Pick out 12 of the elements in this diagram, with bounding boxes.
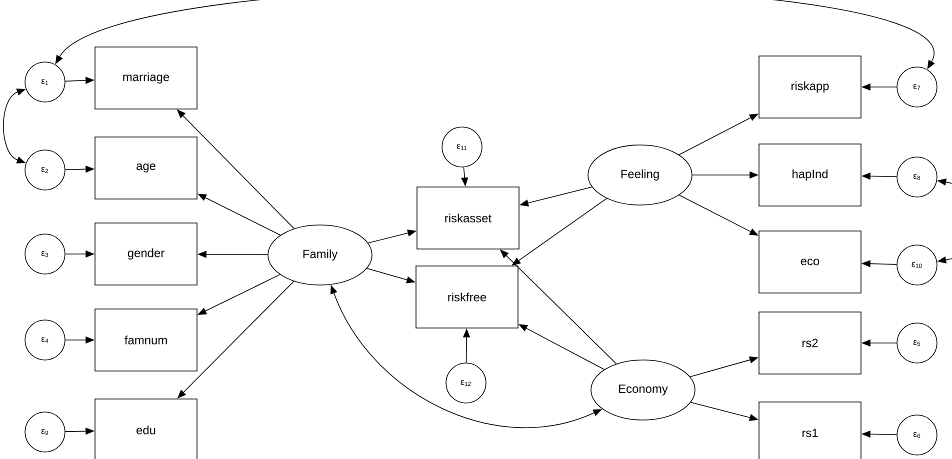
variable-box: riskapp	[758, 56, 862, 118]
variable-box: rs1	[758, 402, 862, 459]
variable-box: famnum	[94, 308, 198, 372]
variable-box: gender	[94, 222, 198, 286]
variable-box: rs2	[758, 312, 862, 374]
variable-box: hapInd	[758, 144, 862, 206]
variable-box: edu	[94, 398, 198, 459]
variable-box: age	[94, 136, 198, 200]
variable-box: riskasset	[416, 186, 520, 250]
variable-box: eco	[758, 230, 862, 294]
variable-box: marriage	[94, 46, 198, 110]
variable-box: riskfree	[416, 266, 518, 328]
